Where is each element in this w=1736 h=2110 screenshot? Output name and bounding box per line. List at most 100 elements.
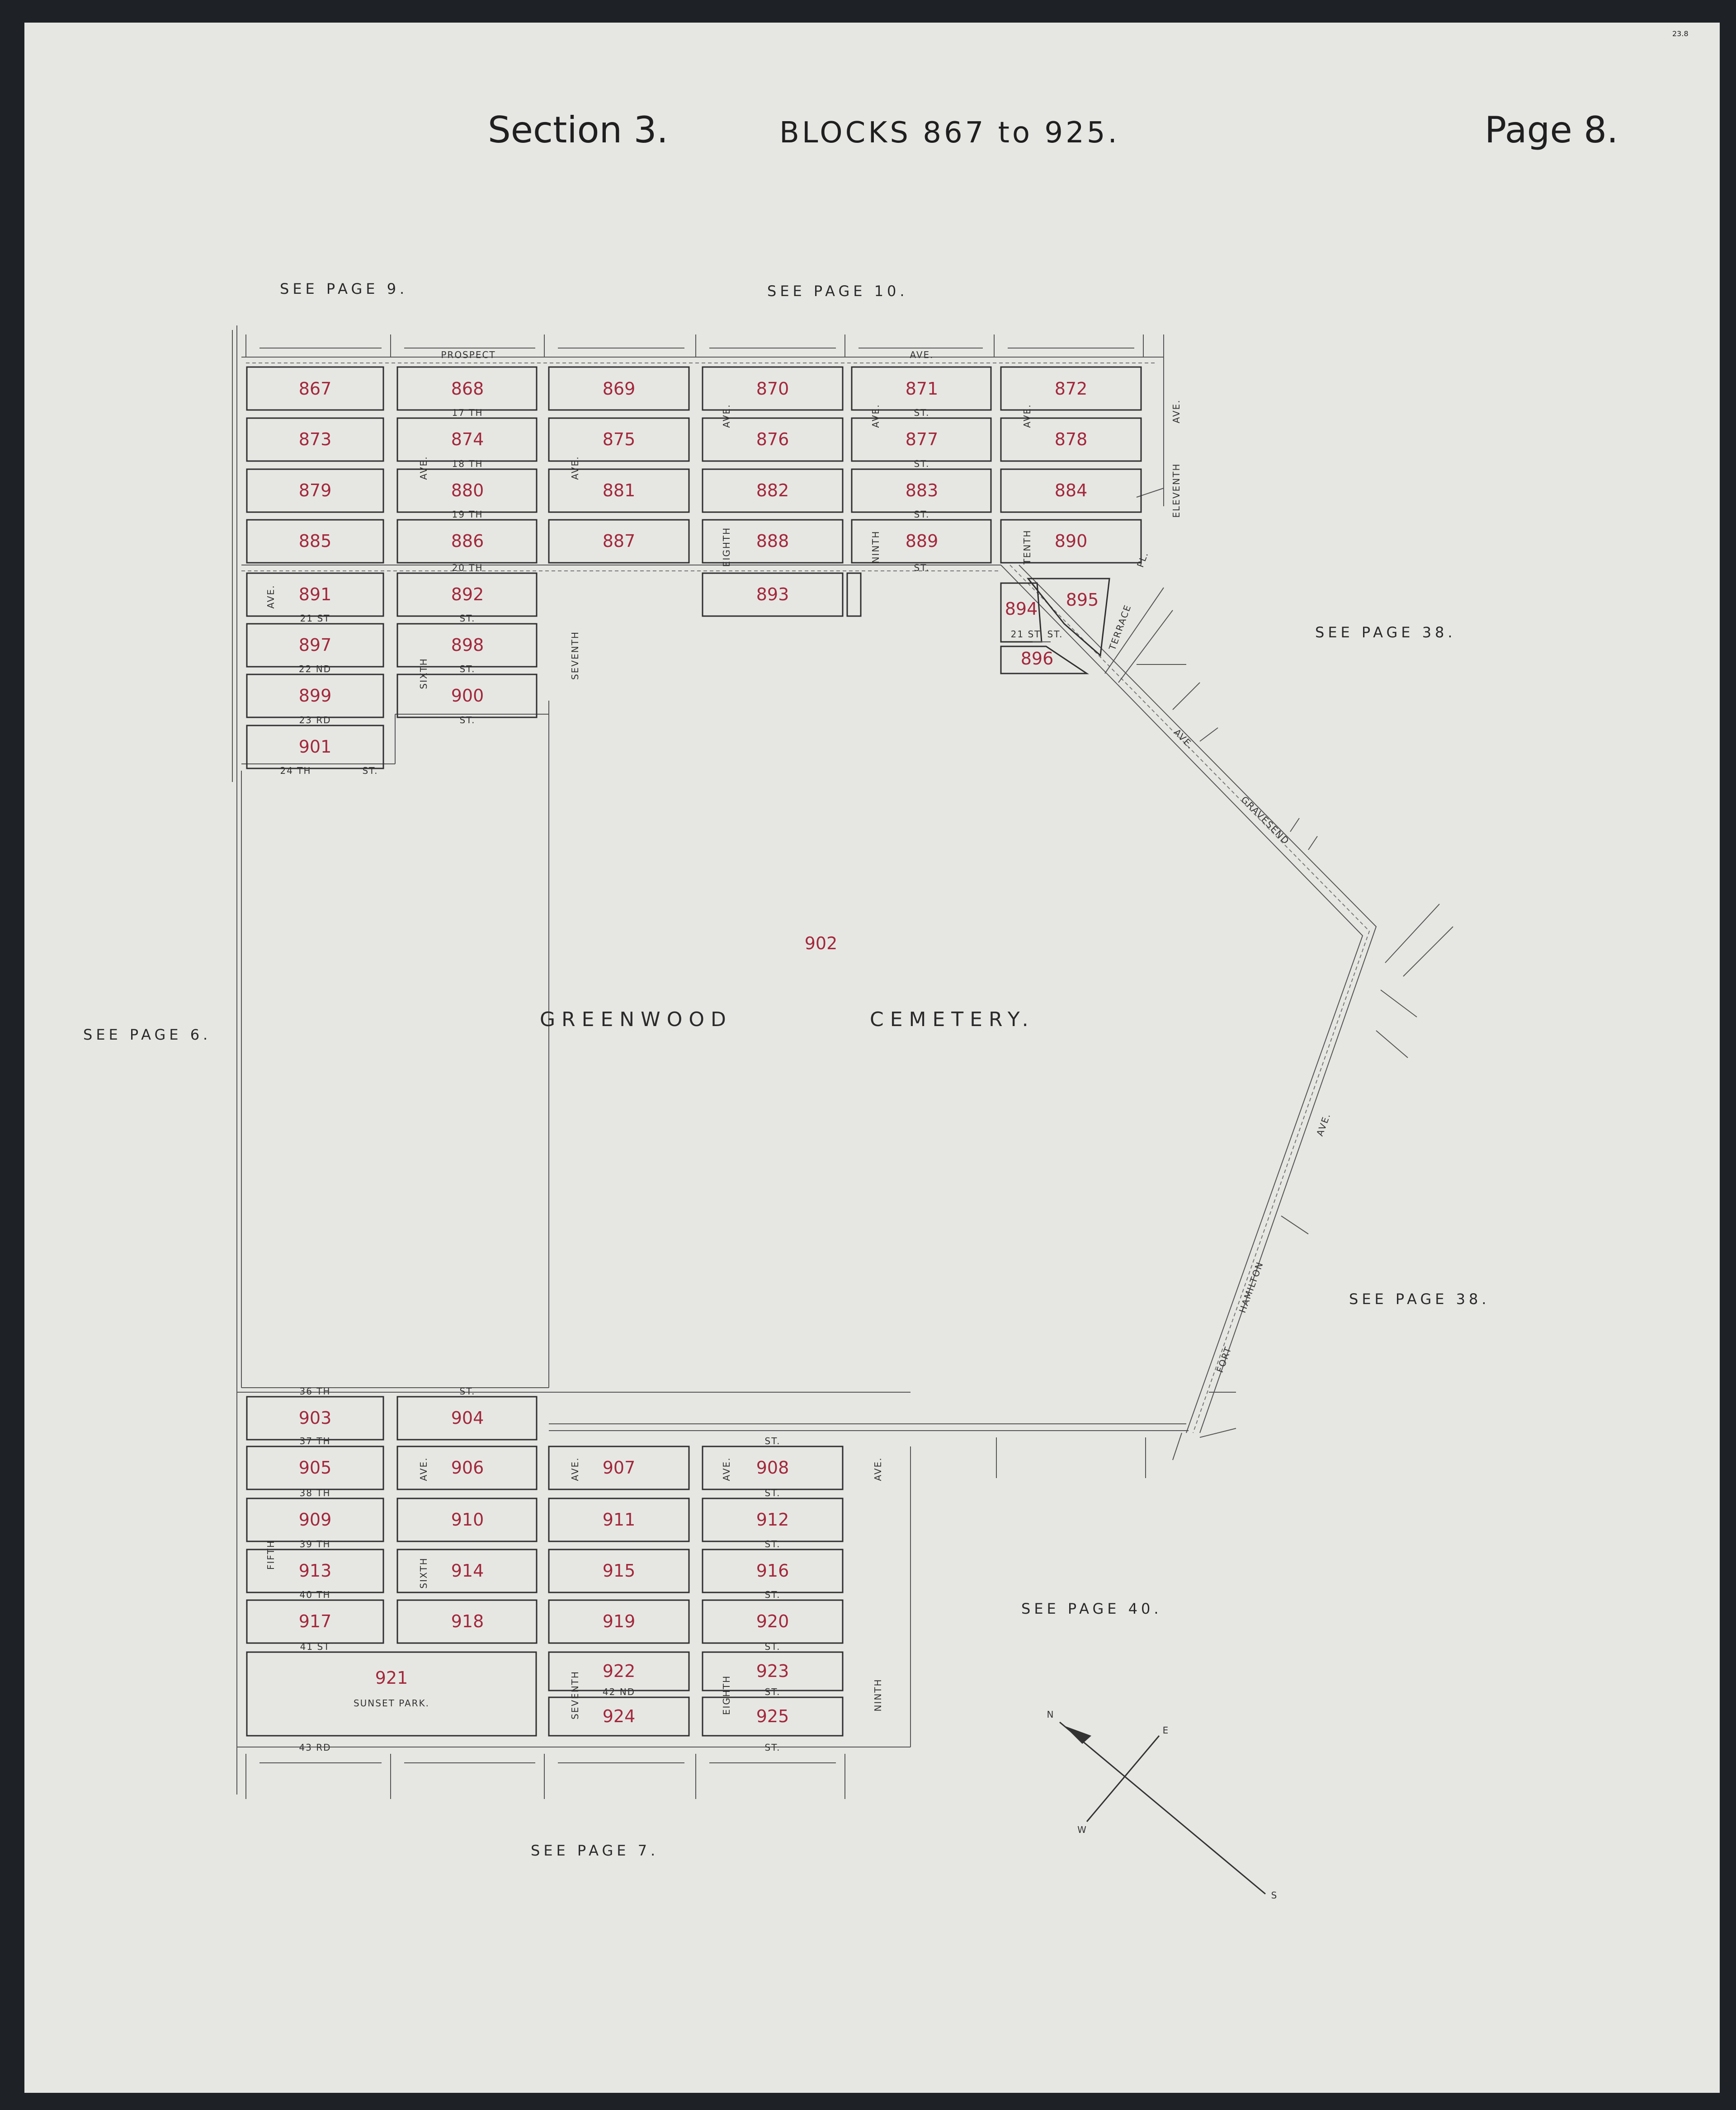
block-881[interactable]: 881: [603, 480, 636, 500]
avenue-labels: AVE. AVE. SIXTH AVE. SEVENTH AVE. EIGHTH…: [265, 399, 1333, 1719]
block-883[interactable]: 883: [906, 480, 939, 500]
block-913[interactable]: 913: [299, 1561, 332, 1581]
block-887[interactable]: 887: [603, 531, 636, 551]
block-878[interactable]: 878: [1055, 429, 1088, 449]
street-43-label: 43 RD: [299, 1742, 331, 1753]
seventh-ave-south-1: AVE.: [570, 1457, 580, 1481]
block-877[interactable]: 877: [906, 429, 939, 449]
street-23-label: 23 RD: [299, 715, 331, 725]
see-page-7[interactable]: SEE PAGE 7.: [531, 1842, 659, 1859]
block-892[interactable]: 892: [451, 584, 484, 604]
block-894[interactable]: 894: [1005, 599, 1038, 619]
block-903[interactable]: 903: [299, 1408, 332, 1428]
block-880[interactable]: 880: [451, 480, 484, 500]
block-925[interactable]: 925: [756, 1706, 789, 1726]
block-876[interactable]: 876: [756, 429, 789, 449]
block-884[interactable]: 884: [1055, 480, 1088, 500]
block-896[interactable]: 896: [1021, 649, 1054, 669]
block-910[interactable]: 910: [451, 1510, 484, 1530]
block-871[interactable]: 871: [906, 379, 939, 399]
block-923[interactable]: 923: [756, 1661, 789, 1681]
block-886[interactable]: 886: [451, 531, 484, 551]
street-17-label: 17 TH: [452, 407, 483, 418]
street-21-st: ST.: [460, 613, 476, 624]
see-page-10[interactable]: SEE PAGE 10.: [767, 283, 908, 300]
fifth-ave-south: FIFTH: [265, 1540, 276, 1570]
block-900[interactable]: 900: [451, 686, 484, 706]
ninth-ave-south-1: AVE.: [873, 1457, 883, 1481]
block-904[interactable]: 904: [451, 1408, 484, 1428]
see-page-40[interactable]: SEE PAGE 40.: [1021, 1600, 1162, 1617]
corner-mark: 23.8: [1672, 29, 1689, 38]
south-blocks: [237, 1392, 1146, 1799]
fort-hamilton-ave-1: AVE.: [1314, 1112, 1333, 1138]
block-897[interactable]: 897: [299, 635, 332, 655]
north-block-numbers: 867 868 869 870 871 872 873 874 875 876 …: [299, 379, 1099, 757]
see-page-38-lower[interactable]: SEE PAGE 38.: [1349, 1290, 1490, 1308]
block-906[interactable]: 906: [451, 1458, 484, 1478]
street-23-st: ST.: [460, 715, 476, 725]
block-899[interactable]: 899: [299, 686, 332, 706]
block-869[interactable]: 869: [603, 379, 636, 399]
see-page-38-upper[interactable]: SEE PAGE 38.: [1315, 624, 1456, 641]
block-912[interactable]: 912: [756, 1510, 789, 1530]
block-916[interactable]: 916: [756, 1561, 789, 1581]
block-895[interactable]: 895: [1066, 590, 1099, 610]
compass-s: S: [1271, 1890, 1278, 1901]
block-908[interactable]: 908: [756, 1458, 789, 1478]
block-870[interactable]: 870: [756, 379, 789, 399]
block-879[interactable]: 879: [299, 480, 332, 500]
block-875[interactable]: 875: [603, 429, 636, 449]
see-page-6[interactable]: SEE PAGE 6.: [83, 1026, 211, 1043]
eleventh-ave-north-1: AVE.: [1171, 399, 1182, 423]
street-21-east-st: ST.: [1047, 629, 1063, 640]
page-number: Page 8.: [1485, 109, 1618, 151]
street-24-st: ST.: [363, 765, 378, 776]
block-905[interactable]: 905: [299, 1458, 332, 1478]
street-37-label: 37 TH: [299, 1436, 330, 1446]
block-873[interactable]: 873: [299, 429, 332, 449]
block-919[interactable]: 919: [603, 1611, 636, 1631]
street-19-st: ST.: [914, 509, 930, 520]
street-20-st: ST.: [914, 562, 930, 573]
street-42-label: 42 ND: [603, 1686, 635, 1697]
seventh-ave-north-2: SEVENTH: [570, 631, 580, 680]
street-18-label: 18 TH: [452, 458, 483, 469]
eleventh-ave-north-2: ELEVENTH: [1171, 463, 1182, 518]
prospect-ave-label: AVE.: [910, 349, 934, 360]
street-22-st: ST.: [460, 664, 476, 674]
block-891[interactable]: 891: [299, 584, 332, 604]
block-924[interactable]: 924: [603, 1706, 636, 1726]
street-22-label: 22 ND: [299, 664, 331, 674]
block-872[interactable]: 872: [1055, 379, 1088, 399]
seventh-ave-north-1: AVE.: [570, 456, 580, 480]
block-868[interactable]: 868: [451, 379, 484, 399]
seventh-ave-south-2: SEVENTH: [570, 1671, 580, 1719]
block-867[interactable]: 867: [299, 379, 332, 399]
block-874[interactable]: 874: [451, 429, 484, 449]
block-893[interactable]: 893: [756, 584, 789, 604]
block-918[interactable]: 918: [451, 1611, 484, 1631]
terrace-pl-2: PL.: [1135, 550, 1151, 569]
street-19-label: 19 TH: [452, 509, 483, 520]
block-911[interactable]: 911: [603, 1510, 636, 1530]
block-898[interactable]: 898: [451, 635, 484, 655]
block-902[interactable]: 902: [805, 933, 838, 953]
block-921[interactable]: 921: [375, 1668, 408, 1688]
block-915[interactable]: 915: [603, 1561, 636, 1581]
block-901[interactable]: 901: [299, 737, 332, 757]
block-907[interactable]: 907: [603, 1458, 636, 1478]
block-920[interactable]: 920: [756, 1611, 789, 1631]
sixth-ave-north-2: SIXTH: [418, 658, 429, 689]
block-917[interactable]: 917: [299, 1611, 332, 1631]
block-922[interactable]: 922: [603, 1661, 636, 1681]
block-888[interactable]: 888: [756, 531, 789, 551]
block-890[interactable]: 890: [1055, 531, 1088, 551]
block-909[interactable]: 909: [299, 1510, 332, 1530]
see-page-9[interactable]: SEE PAGE 9.: [280, 280, 408, 297]
block-885[interactable]: 885: [299, 531, 332, 551]
block-882[interactable]: 882: [756, 480, 789, 500]
block-914[interactable]: 914: [451, 1561, 484, 1581]
block-889[interactable]: 889: [906, 531, 939, 551]
street-21-label: 21 ST: [300, 613, 330, 624]
